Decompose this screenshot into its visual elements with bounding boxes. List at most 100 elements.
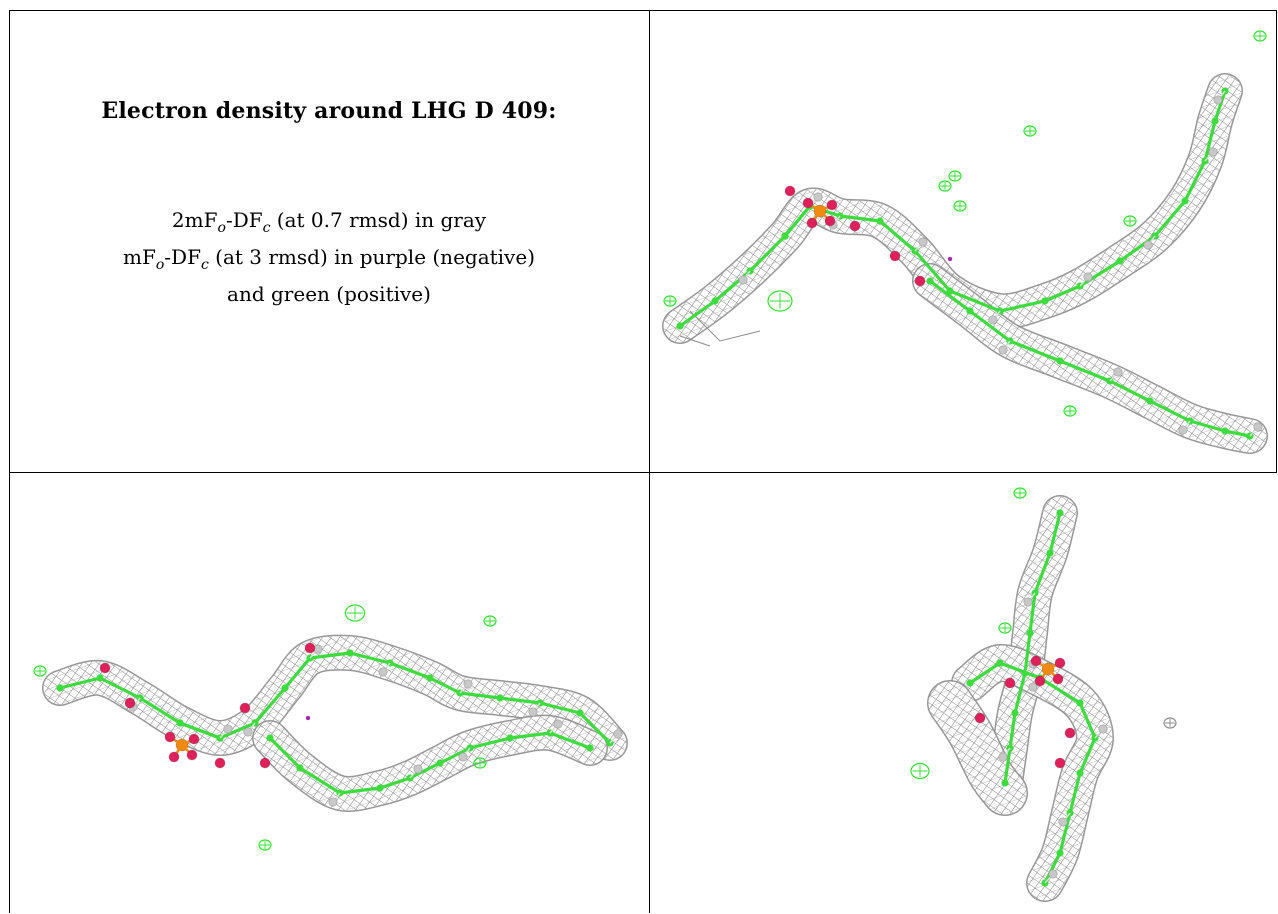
carbon-atom xyxy=(426,674,434,682)
hydrogen-atom xyxy=(553,719,563,729)
oxygen-atom xyxy=(1064,727,1076,739)
density-panel-top-right xyxy=(650,11,1276,472)
carbon-atom xyxy=(1221,427,1229,435)
carbon-atom xyxy=(1056,357,1064,365)
oxygen-atom xyxy=(214,757,226,769)
carbon-atom xyxy=(346,649,354,657)
hydrogen-atom xyxy=(1113,367,1123,377)
positive-density-blob xyxy=(663,295,677,307)
hydrogen-atom xyxy=(813,192,823,202)
table-border-top xyxy=(9,10,1277,11)
carbon-atom xyxy=(781,232,789,240)
oxygen-atom xyxy=(824,215,836,227)
density-panel-bottom-right xyxy=(650,473,1277,913)
carbon-atom xyxy=(926,277,934,285)
oxygen-atom xyxy=(304,642,316,654)
hydrogen-atom xyxy=(613,729,623,739)
oxygen-atom xyxy=(826,199,838,211)
density-panel-bottom-left xyxy=(10,473,649,913)
acyl-chain-2 xyxy=(926,277,1263,440)
hydrogen-atom xyxy=(223,724,233,734)
hydrogen-atom xyxy=(463,679,473,689)
hydrogen-atom xyxy=(1048,869,1058,879)
positive-density-blob xyxy=(344,604,366,622)
positive-density-blob xyxy=(1123,215,1137,227)
oxygen-atom xyxy=(806,217,818,229)
positive-density-blob xyxy=(998,622,1012,634)
acyl-chain-lower xyxy=(266,719,594,807)
oxygen-atom xyxy=(1034,675,1046,687)
positive-density-blob xyxy=(948,170,962,182)
carbon-atom xyxy=(496,694,504,702)
oxygen-atom xyxy=(188,733,200,745)
hydrogen-atom xyxy=(998,752,1008,762)
oxygen-atom xyxy=(259,757,271,769)
carbon-atom xyxy=(1046,549,1054,557)
oxygen-atom xyxy=(124,697,136,709)
positive-density-blob xyxy=(1023,125,1037,137)
oxygen-atom xyxy=(889,250,901,262)
caption-line-positive: and green (positive) xyxy=(227,282,431,306)
hydrogen-atom xyxy=(458,752,468,762)
carbon-atom xyxy=(711,297,719,305)
oxygen-atom xyxy=(186,749,198,761)
oxygen-atom xyxy=(974,712,986,724)
positive-density-blob xyxy=(1163,717,1177,729)
hydrogen-atom xyxy=(1213,95,1223,105)
density-view-top-right xyxy=(662,30,1268,454)
oxygen-atom xyxy=(914,275,926,287)
density-mesh-lower-chain xyxy=(252,714,608,812)
positive-density-blob xyxy=(953,200,967,212)
hydrogen-atom xyxy=(988,315,998,325)
hydrogen-atom xyxy=(1208,147,1218,157)
oxygen-atom xyxy=(1054,657,1066,669)
positive-density-blob xyxy=(1253,30,1267,42)
table-border-middle xyxy=(9,472,1277,473)
carbon-atom xyxy=(376,784,384,792)
caption-cell: Electron density around LHG D 409: 2mFo-… xyxy=(9,10,649,472)
carbon-atom xyxy=(1211,117,1219,125)
positive-density-blob xyxy=(1013,487,1027,499)
carbon-atom xyxy=(1146,397,1154,405)
hydrogen-atom xyxy=(1058,817,1068,827)
positive-density-blob xyxy=(767,290,793,312)
table-border-left xyxy=(9,10,10,913)
positive-density-blob xyxy=(473,757,487,769)
oxygen-atom xyxy=(784,185,796,197)
carbon-atom xyxy=(1001,779,1009,787)
hydrogen-atom xyxy=(1178,425,1188,435)
hydrogen-atom xyxy=(918,237,928,247)
hydrogen-atom xyxy=(738,275,748,285)
table-border-right xyxy=(1276,10,1277,472)
hydrogen-atom xyxy=(1028,682,1038,692)
density-mesh-bulb xyxy=(927,680,1028,816)
caption-line-fo-dfc: mFo-DFc (at 3 rmsd) in purple (negative) xyxy=(123,245,535,273)
carbon-atom xyxy=(1011,709,1019,717)
carbon-atom xyxy=(296,764,304,772)
positive-density-blob xyxy=(1063,405,1077,417)
positive-density-blob xyxy=(33,665,47,677)
carbon-atom xyxy=(436,759,444,767)
oxygen-atom xyxy=(802,197,814,209)
hydrogen-atom xyxy=(1083,272,1093,282)
positive-density-blob xyxy=(938,180,952,192)
carbon-atom xyxy=(966,679,974,687)
carbon-atom xyxy=(1181,197,1189,205)
carbon-atom xyxy=(1056,509,1064,517)
carbon-atom xyxy=(266,734,274,742)
headgroup-chain xyxy=(56,674,233,742)
hydrogen-atom xyxy=(1023,597,1033,607)
oxygen-atom xyxy=(1054,757,1066,769)
hydrogen-atom xyxy=(1253,422,1263,432)
hydrogen-atom xyxy=(413,764,423,774)
carbon-atom xyxy=(1076,699,1084,707)
positive-density-blob xyxy=(258,839,272,851)
carbon-atom xyxy=(1026,629,1034,637)
oxygen-atom xyxy=(239,702,251,714)
carbon-atom xyxy=(1076,769,1084,777)
carbon-atom xyxy=(1041,297,1049,305)
carbon-atom xyxy=(676,322,684,330)
table-border-center xyxy=(649,10,650,913)
hydrogen-atom xyxy=(328,797,338,807)
hydrogen-atom xyxy=(1143,240,1153,250)
